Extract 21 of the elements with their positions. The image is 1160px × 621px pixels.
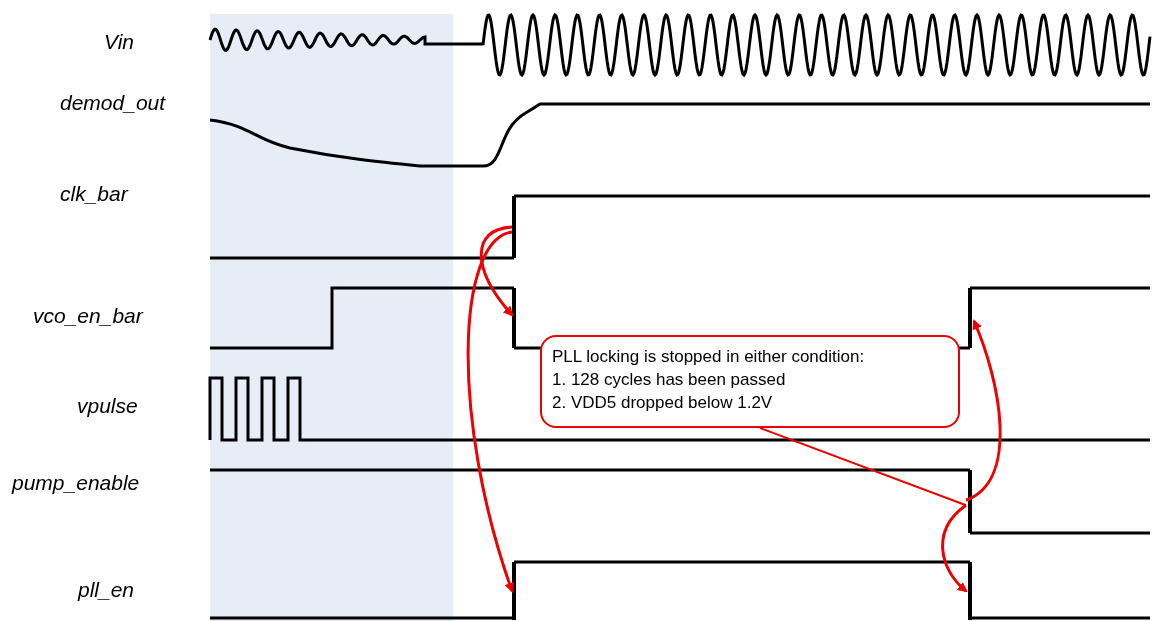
- signal-name: clk_bar: [60, 182, 128, 206]
- arrow: [479, 225, 514, 317]
- callout-text: 2. VDD5 dropped below 1.2V: [552, 392, 774, 414]
- arrow: [941, 504, 968, 593]
- signal-name: pump_enable: [12, 471, 140, 495]
- arrow: [466, 230, 515, 593]
- signal-transition: [968, 562, 972, 620]
- signal-transition: [968, 288, 972, 348]
- callout-text: 1. 128 cycles has been passed: [552, 369, 787, 391]
- callout-box: [540, 335, 960, 428]
- signal-transition: [968, 470, 972, 533]
- signal-name: demod_out: [60, 91, 166, 115]
- signal-transition: [512, 196, 516, 258]
- arrow: [965, 319, 1002, 502]
- signal-name: vco_en_bar: [33, 304, 143, 328]
- signal-name: Vin: [104, 30, 134, 54]
- signal-transition: [512, 288, 516, 348]
- callout-text: PLL locking is stopped in either condition:: [552, 346, 866, 368]
- signal-transition: [512, 562, 516, 620]
- signal-name: vpulse: [77, 394, 138, 418]
- signal-name: pll_en: [78, 578, 135, 602]
